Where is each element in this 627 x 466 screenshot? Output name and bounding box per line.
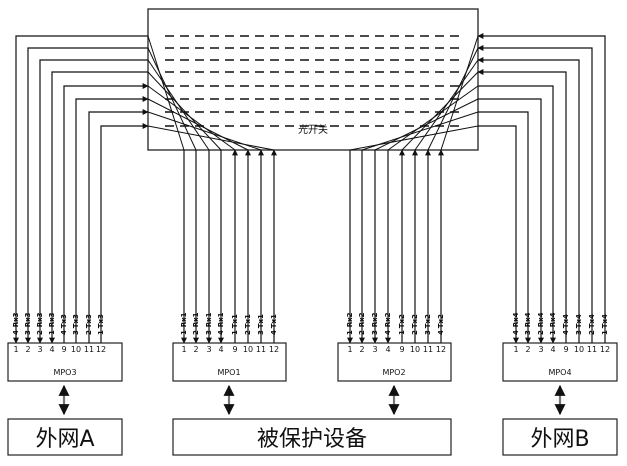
fiber-path-mpo3: [63, 83, 149, 343]
fiber-path-mpo4: [477, 33, 606, 343]
mpo3-port-number: 2: [25, 345, 30, 354]
mpo2-port-number: 12: [436, 345, 446, 354]
mpo3-port-number: 3: [37, 345, 42, 354]
mpo4-port-number: 3: [538, 345, 543, 354]
mpo3-port-number: 1: [13, 345, 18, 354]
mpo2-port-number: 9: [399, 345, 404, 354]
mpo1-label: MPO1: [217, 368, 240, 377]
fiber-path-mpo3: [75, 96, 149, 343]
fiber-path-mpo3: [37, 59, 148, 344]
mpo1-port-number: 1: [181, 345, 186, 354]
switch-internal-link: [427, 47, 479, 151]
network-b-label: 外网B: [530, 427, 589, 452]
network-b-box: 外网B: [502, 418, 618, 456]
mpo4-port-number: 1: [513, 345, 518, 354]
fiber-path-mpo4: [477, 45, 593, 343]
network-a-label: 外网A: [35, 427, 94, 452]
mpo3-label: MPO3: [53, 368, 76, 377]
fiber-path-mpo4: [478, 125, 519, 344]
mpo3-port-number: 12: [96, 345, 106, 354]
mpo1-port-number: 4: [218, 345, 223, 354]
fiber-path-mpo3: [13, 35, 148, 344]
mpo1-connector: MPO1: [172, 342, 287, 382]
protected-device-label: 被保护设备: [257, 427, 367, 452]
protected-device-box: 被保护设备: [172, 418, 452, 456]
mpo3-port-number: 9: [61, 345, 66, 354]
fiber-path-mpo4: [477, 57, 580, 343]
switch-internal-paths: [147, 35, 479, 151]
mpo3-port-number: 11: [84, 345, 94, 354]
fiber-path-mpo4: [478, 85, 556, 344]
switch-internal-link: [401, 71, 479, 151]
fiber-path-mpo4: [478, 111, 531, 344]
switch-internal-link: [440, 35, 479, 151]
mpo3-connector: MPO3: [7, 342, 123, 382]
fiber-path-mpo3: [88, 109, 149, 343]
mpo4-port-number: 11: [587, 345, 597, 354]
mpo1-port-number: 2: [193, 345, 198, 354]
mpo4-port-number: 12: [600, 345, 610, 354]
mpo2-port-number: 10: [410, 345, 420, 354]
mpo1-port-number: 3: [206, 345, 211, 354]
network-a-box: 外网A: [7, 418, 123, 456]
mpo1-port-number: 11: [256, 345, 266, 354]
switch-internal-link: [147, 71, 222, 151]
switch-internal-link: [414, 59, 479, 151]
mpo2-label: MPO2: [382, 368, 405, 377]
mpo2-port-number: 1: [347, 345, 352, 354]
mpo4-port-number: 10: [574, 345, 584, 354]
switch-internal-link: [147, 125, 275, 151]
mpo2-port-number: 3: [372, 345, 377, 354]
switch-internal-link: [147, 47, 197, 151]
fiber-path-mpo3: [100, 123, 149, 343]
mpo2-port-number: 4: [385, 345, 390, 354]
mpo4-connector: MPO4: [502, 342, 618, 382]
mpo1-port-number: 12: [269, 345, 279, 354]
network-links: [58, 384, 566, 416]
mpo4-port-number: 4: [550, 345, 555, 354]
mpo3-port-number: 10: [71, 345, 81, 354]
fiber-path-mpo4: [478, 98, 544, 344]
mpo1-port-number: 10: [243, 345, 253, 354]
mpo2-connector: MPO2: [337, 342, 452, 382]
fiber-path-mpo4: [477, 69, 567, 343]
mpo1-port-number: 9: [232, 345, 237, 354]
fiber-path-mpo3: [25, 47, 148, 344]
optical-switch-label: 光开关: [298, 123, 328, 136]
mpo2-port-number: 2: [359, 345, 364, 354]
mpo2-port-number: 11: [423, 345, 433, 354]
mpo4-port-number: 2: [525, 345, 530, 354]
fiber-path-mpo3: [49, 71, 148, 344]
mpo4-label: MPO4: [548, 368, 571, 377]
switch-internal-link: [147, 35, 185, 151]
mpo3-port-number: 4: [49, 345, 54, 354]
mpo4-port-number: 9: [563, 345, 568, 354]
